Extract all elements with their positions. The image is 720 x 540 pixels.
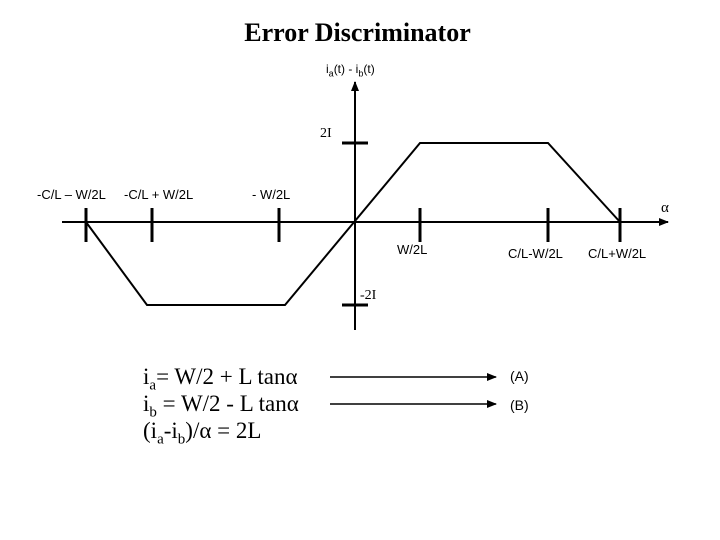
equation-ratio: (ia-ib)/α = 2L [143,418,262,448]
equation-a: ia= W/2 + L tanα [143,364,298,394]
level-label-top: 2I [320,126,332,141]
x-axis-label: α [661,200,669,216]
level-label-bottom: -2I [360,288,377,303]
tick-label-pos-w: W/2L [397,242,428,257]
tick-label-pos-outer: C/L+W/2L [588,246,647,261]
tick-label-pos-inner: C/L-W/2L [508,246,563,261]
tick-label-neg-inner: -C/L + W/2L [124,187,194,202]
equation-tag-b: (B) [510,397,529,413]
discriminator-curve [85,142,621,306]
page-title: Error Discriminator [244,18,471,47]
equation-b: ib = W/2 - L tanα [143,391,299,421]
equation-tag-a: (A) [510,368,529,384]
y-axis-label: ia(t) - ib(t) [326,62,375,79]
tick-label-neg-w: - W/2L [252,187,291,202]
tick-label-neg-outer: -C/L – W/2L [37,187,106,202]
